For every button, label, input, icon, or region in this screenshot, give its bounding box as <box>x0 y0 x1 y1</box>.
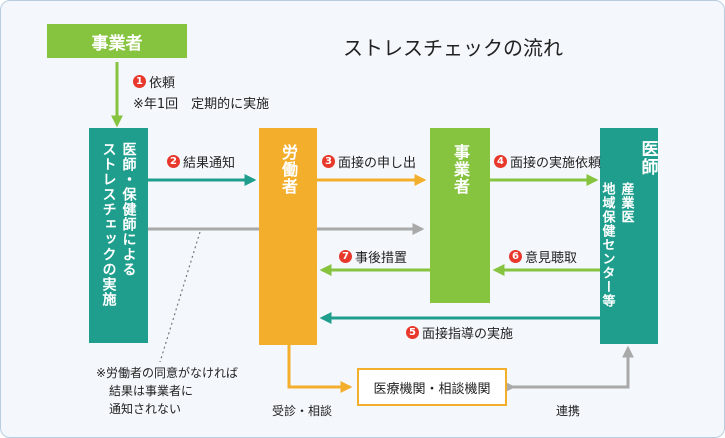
arrow-cooperation <box>503 345 634 393</box>
note-leader-line <box>159 231 201 363</box>
medical-box: 医療機関・相談機関 <box>357 368 507 406</box>
consent-note-line2: 結果は事業者に <box>109 384 194 398</box>
consent-note-line1: ※労働者の同意がなければ <box>96 366 239 380</box>
frequency-note: ※年1回 定期的に実施 <box>133 97 270 112</box>
doctor-check-box: 医師・保健師による ストレスチェックの実施 <box>89 128 148 343</box>
step-4-text: 面接の実施依頼 <box>510 156 602 171</box>
step-7-text: 事後措置 <box>355 251 408 266</box>
employer-top-box: 事業者 <box>47 24 187 58</box>
employer-mid-box: 事業者 <box>430 128 490 303</box>
cooperation-label: 連携 <box>556 404 581 418</box>
doctor-check-line1: 医師・保健師による <box>120 142 137 277</box>
doctor-right-sub1: 産業医 <box>618 182 634 224</box>
consent-note-line3: 通知されない <box>109 402 182 416</box>
worker-label: 労働者 <box>279 144 298 195</box>
doctor-right-box: 医師 産業医 地域保健センター等 <box>600 128 658 344</box>
employer-mid-label: 事業者 <box>451 144 470 195</box>
step-6-text: 意見聴取 <box>525 251 578 266</box>
step-4-badge: 4 <box>494 155 507 168</box>
step-6-badge: 6 <box>509 250 522 263</box>
arrow-consult <box>287 345 353 393</box>
step-2-badge: 2 <box>167 155 180 168</box>
consult-label: 受診・相談 <box>272 404 333 418</box>
step-1-badge: 1 <box>133 75 146 88</box>
step-3-badge: 3 <box>322 155 335 168</box>
step-5-badge: 5 <box>406 326 419 339</box>
diagram-title: ストレスチェックの流れ <box>343 36 563 60</box>
doctor-right-sub2: 地域保健センター等 <box>599 182 615 308</box>
step-3-text: 面接の申し出 <box>338 156 417 171</box>
doctor-right-sub: 産業医 地域保健センター等 <box>598 182 636 308</box>
doctor-check-line2: ストレスチェックの実施 <box>100 142 117 307</box>
step-2-text: 結果通知 <box>183 156 236 171</box>
doctor-right-main: 医師 <box>637 140 658 176</box>
step-5-text: 面接指導の実施 <box>422 327 514 342</box>
worker-box: 労働者 <box>259 128 317 345</box>
step-1-text: 依頼 <box>149 76 176 91</box>
step-7-badge: 7 <box>339 250 352 263</box>
